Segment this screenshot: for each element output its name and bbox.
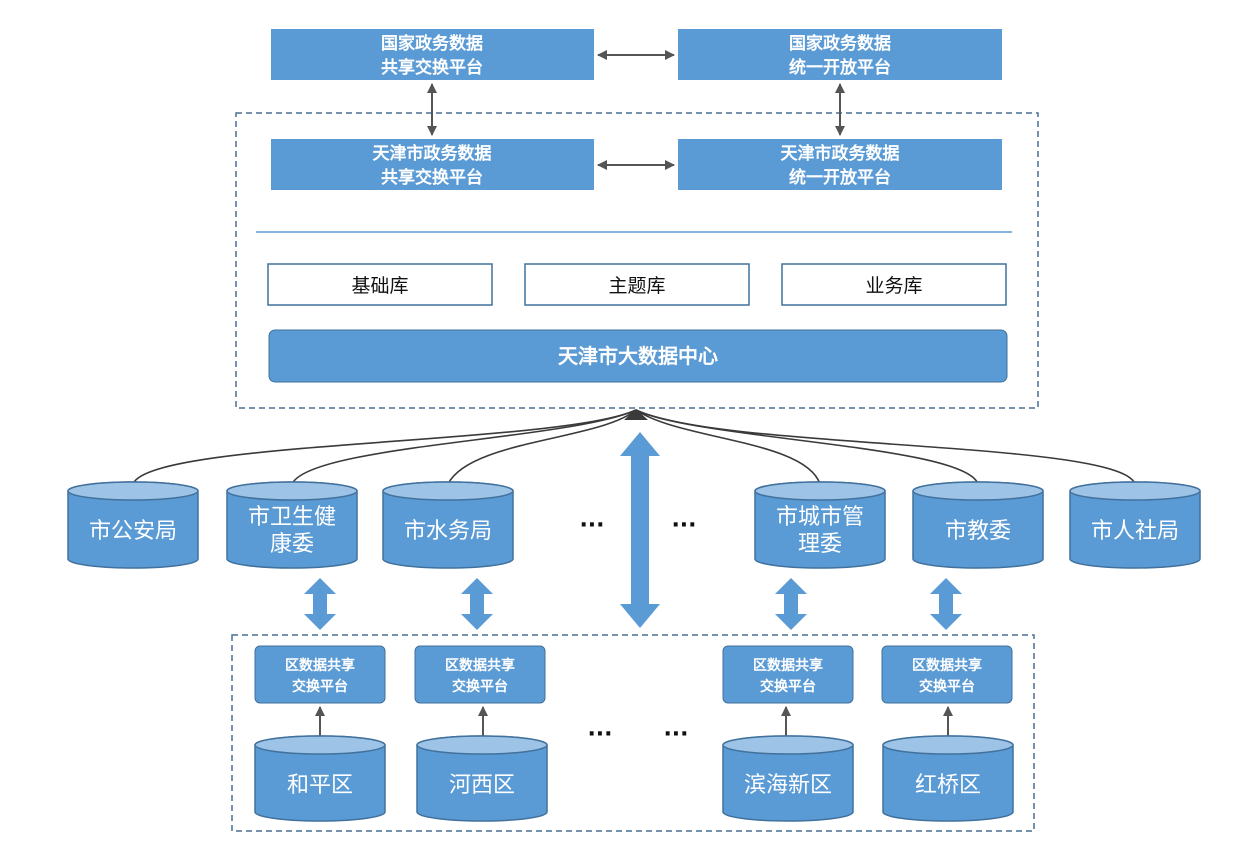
library-theme-label: 主题库 — [608, 275, 665, 297]
district-ellipsis-right: ··· — [663, 722, 688, 747]
district-platform-1-line1: 区数据共享 — [285, 657, 355, 674]
district-platform-1: 区数据共享 交换平台 — [254, 645, 386, 704]
library-basic: 基础库 — [267, 263, 493, 306]
bureau-water-label: 市水务局 — [404, 519, 492, 544]
connector-public-security — [132, 409, 637, 485]
national-exchange-line2: 共享交换平台 — [381, 57, 483, 78]
bureau-health-label-line1: 市卫生健 — [248, 505, 336, 530]
bureau-connectors — [132, 409, 1136, 485]
bureau-health: 市卫生健 康委 — [226, 481, 358, 569]
library-basic-label: 基础库 — [351, 275, 408, 297]
tianjin-exchange-line1: 天津市政务数据 — [373, 143, 492, 164]
district-heping: 和平区 — [254, 735, 386, 822]
bureau-urban-label-line2: 理委 — [798, 532, 842, 557]
national-open-platform: 国家政务数据 统一开放平台 — [678, 29, 1002, 80]
double-arrow-2 — [461, 578, 493, 630]
connector-urban-management — [635, 409, 821, 485]
library-theme: 主题库 — [524, 263, 750, 306]
district-hongqiao-label: 红桥区 — [915, 773, 981, 798]
district-platform-container — [231, 634, 1035, 832]
district-platform-3-line2: 交换平台 — [760, 678, 816, 695]
district-hexi-label: 河西区 — [449, 773, 515, 798]
national-exchange-platform: 国家政务数据 共享交换平台 — [271, 29, 594, 80]
district-platform-3-line1: 区数据共享 — [753, 657, 823, 674]
bureau-public-security: 市公安局 — [67, 481, 199, 569]
district-platform-4: 区数据共享 交换平台 — [881, 645, 1013, 704]
national-open-line2: 统一开放平台 — [789, 57, 891, 78]
bureau-human-resources: 市人社局 — [1069, 481, 1201, 569]
bureau-human-resources-label: 市人社局 — [1091, 519, 1179, 544]
district-binhai-label: 滨海新区 — [744, 773, 832, 798]
national-exchange-line1: 国家政务数据 — [381, 33, 483, 54]
bureau-district-arrows — [304, 578, 962, 630]
bureau-public-security-label: 市公安局 — [89, 519, 177, 544]
bureau-urban-label-line1: 市城市管 — [776, 505, 864, 530]
tianjin-open-platform: 天津市政务数据 统一开放平台 — [678, 139, 1002, 190]
double-arrow-1 — [304, 578, 336, 630]
tianjin-exchange-line2: 共享交换平台 — [381, 167, 483, 188]
district-platform-2-line2: 交换平台 — [452, 678, 508, 695]
district-heping-label: 和平区 — [287, 773, 353, 798]
bureau-health-label-line2: 康委 — [270, 532, 314, 557]
district-platform-2: 区数据共享 交换平台 — [414, 645, 546, 704]
connector-health — [291, 409, 637, 485]
district-platform-3: 区数据共享 交换平台 — [722, 645, 854, 704]
bureau-urban-management: 市城市管 理委 — [754, 481, 886, 569]
bureau-education: 市教委 — [912, 481, 1044, 569]
district-platform-1-line2: 交换平台 — [292, 678, 348, 695]
district-platform-4-line2: 交换平台 — [919, 678, 975, 695]
bureau-water: 市水务局 — [382, 481, 514, 569]
big-data-center-label: 天津市大数据中心 — [558, 344, 718, 368]
district-hongqiao: 红桥区 — [882, 735, 1014, 822]
bureau-ellipsis-left: ··· — [579, 513, 604, 538]
library-business-label: 业务库 — [865, 275, 922, 297]
double-arrow-3 — [775, 578, 807, 630]
tianjin-platform-container — [235, 112, 1039, 409]
bureau-ellipsis-right: ··· — [671, 513, 696, 538]
connector-water — [447, 409, 637, 485]
district-up-arrows — [315, 706, 953, 736]
district-hexi: 河西区 — [416, 735, 548, 822]
center-arrowhead-icon — [624, 409, 648, 420]
national-open-line1: 国家政务数据 — [789, 33, 891, 54]
tianjin-open-line1: 天津市政务数据 — [781, 143, 900, 164]
center-double-arrow — [620, 432, 660, 628]
district-ellipsis-left: ··· — [587, 722, 612, 747]
district-platform-2-line1: 区数据共享 — [445, 657, 515, 674]
connector-human-resources — [635, 409, 1136, 485]
tianjin-exchange-platform: 天津市政务数据 共享交换平台 — [271, 139, 594, 190]
big-data-center: 天津市大数据中心 — [268, 329, 1008, 383]
tianjin-open-line2: 统一开放平台 — [789, 167, 891, 188]
bureau-education-label: 市教委 — [945, 519, 1011, 544]
district-platform-4-line1: 区数据共享 — [912, 657, 982, 674]
double-arrow-4 — [930, 578, 962, 630]
district-binhai: 滨海新区 — [722, 735, 854, 822]
library-business: 业务库 — [781, 263, 1007, 306]
